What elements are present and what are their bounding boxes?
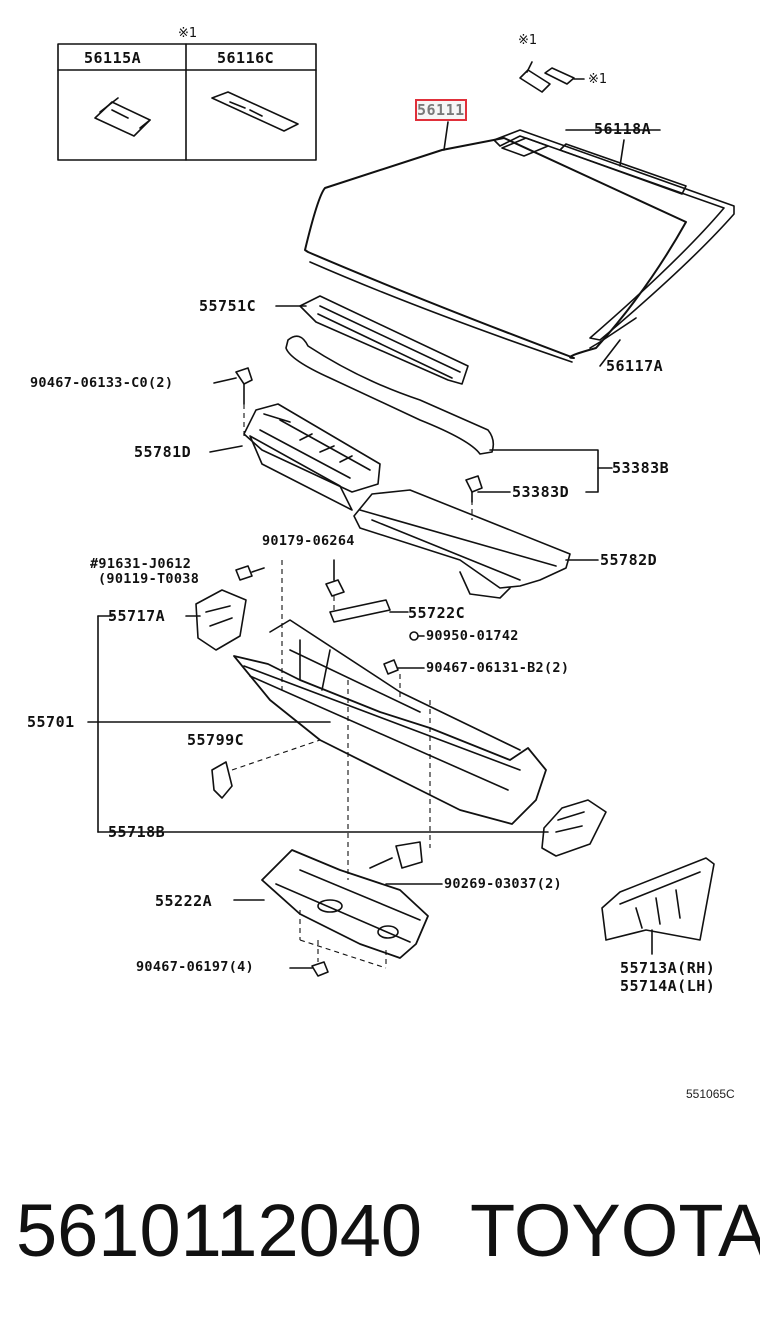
- spacer-part-1: [519, 69, 551, 93]
- label-56116c: 56116C: [217, 49, 275, 67]
- label-55799c[interactable]: 55799C: [187, 731, 245, 749]
- piece-55799c: [211, 761, 233, 799]
- label-56117a[interactable]: 56117A: [606, 357, 664, 375]
- label-55718b[interactable]: 55718B: [108, 823, 166, 841]
- label-56111-highlighted[interactable]: 56111: [415, 99, 467, 121]
- bracket-55722c: [329, 599, 391, 623]
- inset-note-mark: ※1: [178, 26, 198, 41]
- weatherstrip-55751c: [299, 295, 469, 385]
- cowl-louver-55782d: [353, 489, 571, 589]
- label-55222a[interactable]: 55222A: [155, 892, 213, 910]
- label-55722c[interactable]: 55722C: [408, 604, 466, 622]
- label-53383d[interactable]: 53383D: [512, 483, 570, 501]
- bolt-91631: [235, 565, 253, 581]
- molding-56118a: [493, 129, 735, 341]
- cowl-panel-55701: [233, 655, 547, 825]
- screw-90269: [369, 857, 393, 869]
- label-56115a: 56115A: [84, 49, 142, 67]
- panel-55222a: [261, 849, 429, 959]
- molding-top-strip: [559, 143, 687, 195]
- label-55714a[interactable]: 55714A(LH): [620, 977, 716, 995]
- note-mark-right: ※1: [588, 72, 608, 87]
- clip-90467-06131: [383, 659, 399, 675]
- exploded-view-drawing: [57, 43, 735, 977]
- label-90467-06133[interactable]: 90467-06133-C0(2): [30, 375, 174, 391]
- label-55751c[interactable]: 55751C: [199, 297, 257, 315]
- label-56118a[interactable]: 56118A: [594, 120, 652, 138]
- parts-diagram: ※1 56115A 56116C ※1 ※1 56111 56118A 5611…: [27, 26, 735, 1101]
- clip-90467-06133: [235, 367, 253, 385]
- fastener-90950: [409, 631, 419, 641]
- clip-90467-06197: [311, 961, 329, 977]
- inset-table-frame: [57, 43, 317, 161]
- strip-56116c: [211, 91, 299, 132]
- label-90179[interactable]: 90179-06264: [262, 533, 355, 549]
- bracket-55717a: [195, 589, 247, 651]
- diagram-code: 551065C: [686, 1087, 735, 1101]
- bracket-55718b: [541, 799, 607, 857]
- label-90119[interactable]: (90119-T0038: [98, 571, 200, 587]
- clip-56115a: [94, 101, 151, 137]
- label-90467-06197[interactable]: 90467-06197(4): [136, 959, 254, 975]
- molding-corner: [501, 137, 549, 157]
- footer-part-number: 5610112040: [16, 1189, 423, 1272]
- label-90950[interactable]: 90950-01742: [426, 628, 519, 644]
- note-mark-top: ※1: [518, 33, 538, 48]
- label-55781d[interactable]: 55781D: [134, 443, 192, 461]
- label-55701[interactable]: 55701: [27, 713, 75, 731]
- footer-brand: TOYOTA: [470, 1189, 760, 1272]
- label-91631[interactable]: #91631-J0612: [90, 556, 192, 572]
- seal-strip-53383b: [285, 335, 495, 455]
- label-90467-06131[interactable]: 90467-06131-B2(2): [426, 660, 570, 676]
- side-panel-55713a: [601, 857, 715, 941]
- clip-53383d: [465, 475, 483, 493]
- cowl-louver-55781d: [243, 403, 381, 493]
- spacer-part-2: [544, 67, 575, 85]
- windshield-glass: [304, 137, 687, 359]
- label-90269[interactable]: 90269-03037(2): [444, 876, 562, 892]
- windshield-lower-edge: [309, 261, 573, 363]
- label-55782d[interactable]: 55782D: [600, 551, 658, 569]
- nut-90179: [325, 579, 345, 597]
- label-55713a[interactable]: 55713A(RH): [620, 959, 716, 977]
- label-53383b[interactable]: 53383B: [612, 459, 670, 477]
- label-55717a[interactable]: 55717A: [108, 607, 166, 625]
